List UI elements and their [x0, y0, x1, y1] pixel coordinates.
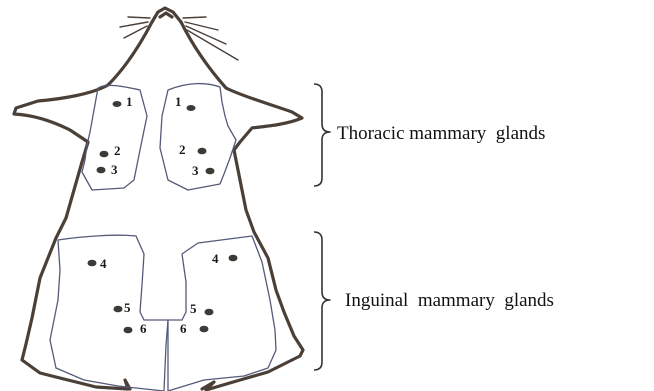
inguinal-region-left — [50, 235, 168, 391]
nipple-left-3 — [97, 167, 106, 174]
nipple-right-6 — [200, 326, 209, 333]
thoracic-brace — [314, 84, 330, 186]
nipple-right-4 — [229, 255, 238, 262]
nipple-left-1 — [113, 101, 122, 107]
whisker — [183, 17, 206, 18]
gland-label-right-4: 4 — [212, 251, 219, 266]
inguinal-region-right — [168, 236, 276, 391]
nipple-left-5 — [114, 306, 123, 313]
inguinal-nipples — [88, 255, 238, 334]
nose-tip — [160, 13, 172, 17]
gland-label-left-6: 6 — [140, 321, 147, 336]
nipple-right-5 — [205, 309, 214, 316]
gland-label-left-2: 2 — [114, 143, 121, 158]
nipple-right-2 — [198, 148, 207, 155]
nipple-right-3 — [206, 168, 215, 175]
gland-label-left-5: 5 — [124, 300, 131, 315]
gland-label-right-2: 2 — [179, 142, 186, 157]
nipple-left-6 — [124, 327, 133, 334]
inguinal-group-label: Inguinal mammary glands — [345, 290, 554, 311]
gland-label-right-1: 1 — [175, 94, 182, 109]
inguinal-brace — [314, 232, 330, 370]
gland-regions — [50, 84, 276, 391]
gland-label-right-6: 6 — [180, 321, 187, 336]
nipple-left-4 — [88, 260, 97, 267]
whisker — [128, 17, 150, 18]
nipple-left-2 — [100, 151, 109, 158]
whisker — [185, 22, 218, 30]
gland-label-left-3: 3 — [111, 162, 118, 177]
whisker — [120, 22, 148, 27]
gland-label-left-1: 1 — [126, 94, 133, 109]
body-outline-left — [14, 22, 152, 389]
gland-label-right-5: 5 — [190, 301, 197, 316]
nipple-right-1 — [187, 105, 196, 111]
gland-label-right-3: 3 — [192, 163, 199, 178]
body-outline-right — [181, 22, 303, 390]
whiskers — [120, 17, 238, 60]
gland-number-labels: 1 2 3 4 5 6 1 2 3 4 5 6 — [100, 94, 219, 336]
thoracic-group-label: Thoracic mammary glands — [337, 123, 545, 144]
gland-label-left-4: 4 — [100, 256, 107, 271]
